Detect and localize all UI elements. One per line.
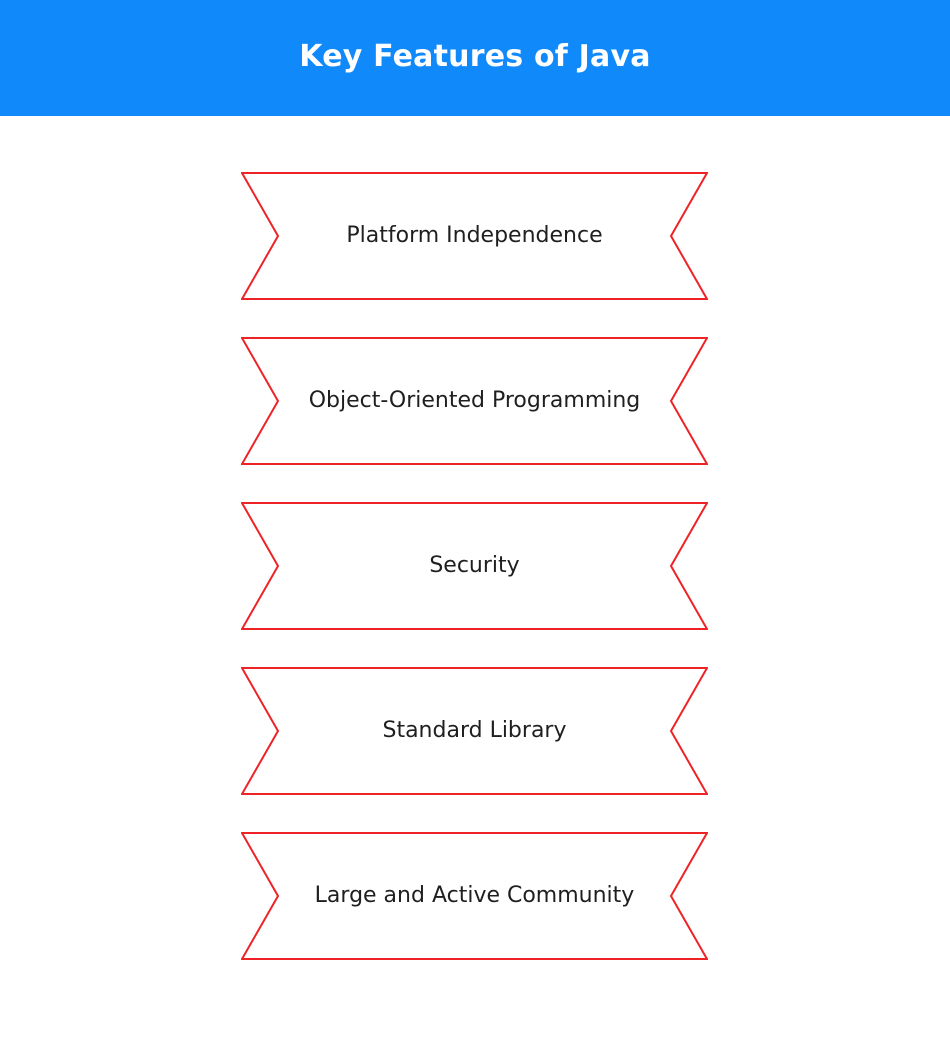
- ribbon-outline: [241, 502, 708, 630]
- feature-label: Object-Oriented Programming: [308, 387, 641, 413]
- ribbon-shape: [241, 502, 708, 630]
- feature-label: Security: [429, 552, 520, 578]
- feature-label: Platform Independence: [346, 222, 603, 248]
- ribbon-shape: [241, 337, 708, 465]
- ribbon-outline: [241, 337, 708, 465]
- header-banner: Key Features of Java: [0, 0, 950, 116]
- feature-ribbon[interactable]: Large and Active Community: [241, 832, 708, 960]
- ribbon-outline: [241, 832, 708, 960]
- feature-label: Standard Library: [382, 717, 567, 743]
- ribbon-shape: [241, 172, 708, 300]
- feature-ribbon[interactable]: Object-Oriented Programming: [241, 337, 708, 465]
- ribbon-shape: [241, 832, 708, 960]
- feature-label: Large and Active Community: [314, 882, 635, 908]
- page-title: Key Features of Java: [299, 39, 651, 74]
- ribbon-shape: [241, 667, 708, 795]
- ribbon-outline: [241, 172, 708, 300]
- feature-ribbon[interactable]: Security: [241, 502, 708, 630]
- feature-ribbon[interactable]: Standard Library: [241, 667, 708, 795]
- ribbon-outline: [241, 667, 708, 795]
- feature-ribbon[interactable]: Platform Independence: [241, 172, 708, 300]
